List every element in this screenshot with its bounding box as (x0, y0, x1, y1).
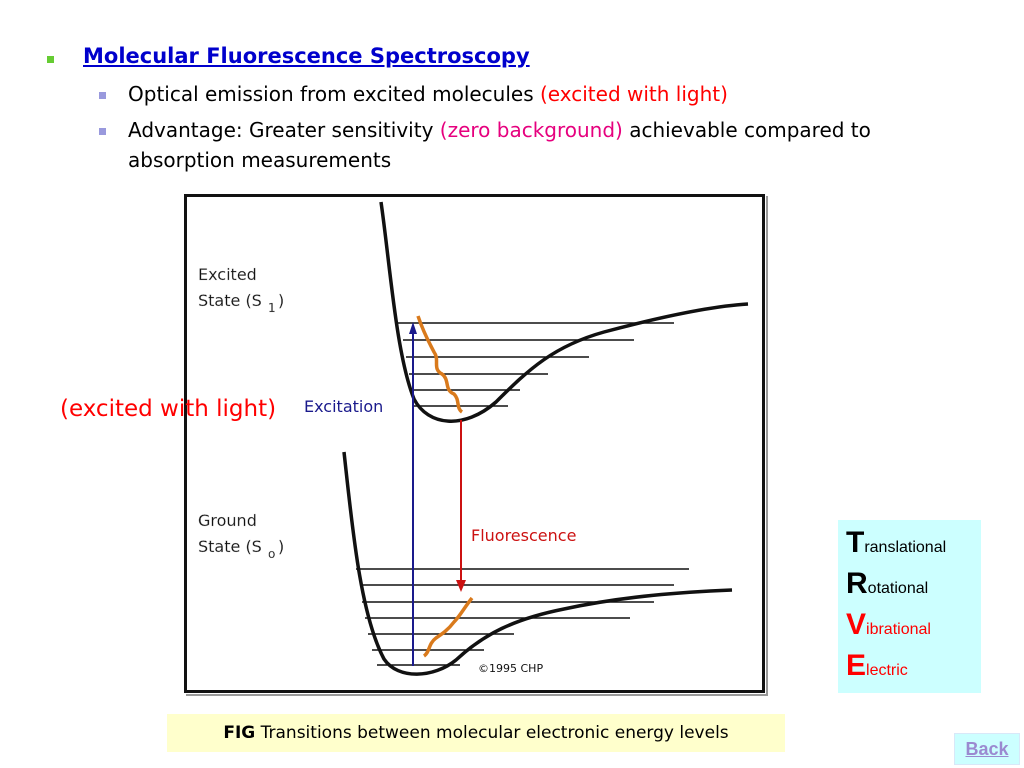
caption-bold: FIG (223, 723, 256, 743)
figure-caption: FIG Transitions between molecular electr… (167, 714, 785, 752)
bullet-line2: absorption measurements (128, 148, 392, 172)
caption-text: Transitions between molecular electronic… (255, 723, 729, 743)
trve-letter: E (846, 649, 867, 682)
bullet-highlight: (excited with light) (540, 82, 728, 106)
fluorescence-arrow-head (456, 580, 466, 592)
ground-relaxation-squiggle (422, 596, 474, 658)
trve-letter: R (846, 567, 868, 600)
trve-electric: Electric (846, 649, 908, 683)
trve-energy-types-box: Translational Rotational Vibrational Ele… (838, 520, 981, 693)
sub-bullet-square-icon (99, 128, 106, 135)
ground-label-sub: o (268, 547, 275, 561)
diagram-frame (184, 194, 765, 693)
trve-rest: lectric (866, 662, 908, 679)
trve-rotational: Rotational (846, 567, 928, 601)
excitation-label: Excitation (304, 397, 383, 416)
bullet-text: Advantage: Greater sensitivity (128, 118, 440, 142)
energy-level-diagram: Excited State (S 1 ) Ground State (S o )… (184, 194, 766, 694)
excited-label-line1: Excited (198, 265, 257, 284)
bullet-square-icon (47, 56, 54, 63)
slide-heading[interactable]: Molecular Fluorescence Spectroscopy (83, 44, 530, 68)
sub-bullet-square-icon (99, 92, 106, 99)
trve-rest: ranslational (864, 539, 947, 556)
ground-potential-curve (342, 451, 733, 676)
excited-relaxation-squiggle (416, 315, 464, 414)
bullet-advantage: Advantage: Greater sensitivity (zero bac… (128, 115, 978, 175)
excitation-arrow-head (409, 322, 417, 334)
excited-potential-curve (379, 201, 749, 423)
excited-label-sub: 1 (268, 301, 276, 315)
copyright-label: ©1995 CHP (478, 662, 543, 675)
trve-letter: T (846, 526, 865, 559)
ground-label-line1: Ground (198, 511, 257, 530)
trve-rest: ibrational (866, 621, 931, 638)
trve-rest: otational (867, 580, 929, 597)
excited-with-light-annotation: (excited with light) (60, 396, 277, 422)
trve-letter: V (846, 608, 867, 641)
ground-label-line2: State (S (198, 537, 262, 556)
ground-label-close: ) (278, 537, 284, 556)
trve-translational: Translational (846, 526, 946, 560)
bullet-optical-emission: Optical emission from excited molecules … (128, 79, 978, 109)
excited-label-line2: State (S (198, 291, 262, 310)
bullet-suffix: achievable compared to (622, 118, 871, 142)
back-button[interactable]: Back (954, 733, 1020, 765)
excited-label-close: ) (278, 291, 284, 310)
fluorescence-label: Fluorescence (471, 526, 576, 545)
bullet-highlight: (zero background) (439, 118, 623, 142)
trve-vibrational: Vibrational (846, 608, 931, 642)
bullet-text: Optical emission from excited molecules (128, 82, 540, 106)
